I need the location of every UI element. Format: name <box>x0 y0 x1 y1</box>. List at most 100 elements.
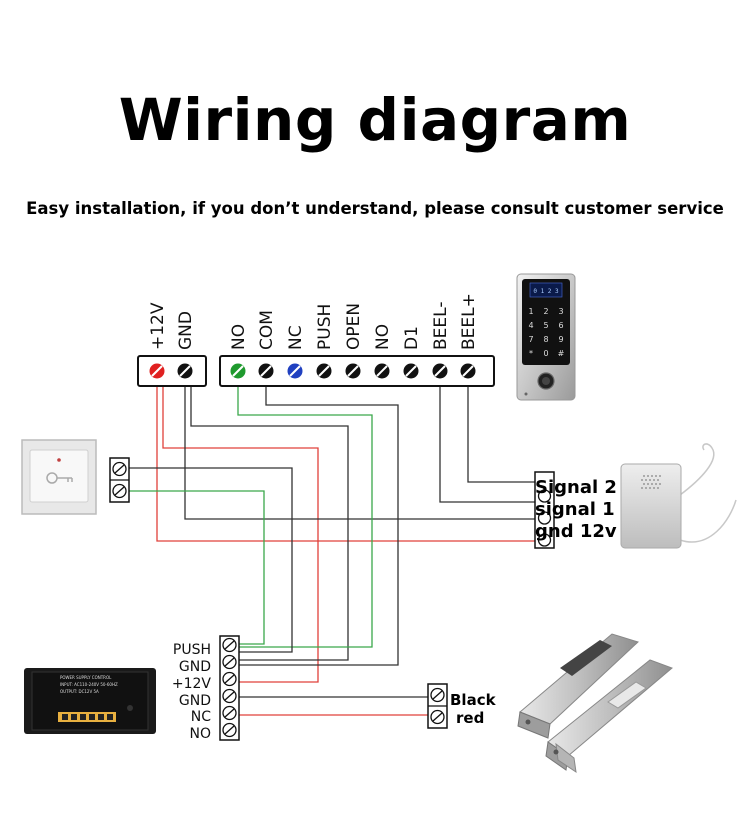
terminal-screws-right <box>230 363 476 379</box>
keypad-digit-2: 3 <box>558 307 563 316</box>
svg-text:0 1 2 3: 0 1 2 3 <box>533 288 559 295</box>
siren-grille-dot <box>653 487 655 489</box>
keypad-digit-7: 8 <box>543 335 548 344</box>
lock-labels: Black red <box>450 691 497 727</box>
keypad-device-icon: 0 1 2 3 1 2 3 4 5 6 7 8 9 * 0 # <box>516 273 576 401</box>
siren-grille-dot <box>641 487 643 489</box>
power-supply-terminal <box>219 635 240 741</box>
terminal-label-com: COM <box>257 310 277 350</box>
siren-grille-dot <box>649 479 651 481</box>
siren-grille-dot <box>655 475 657 477</box>
psu-label-push: PUSH <box>173 642 211 658</box>
terminal-screw-12v <box>149 363 165 379</box>
psu-terminal-screw-1 <box>222 654 237 670</box>
page-title: Wiring diagram <box>118 86 632 154</box>
top-terminal-left-block <box>137 355 207 387</box>
terminal-label-no: NO <box>229 324 249 350</box>
terminal-screw-3 <box>316 363 332 379</box>
psu-terminal-screw-3 <box>222 688 237 704</box>
psu-box-line1: POWER SUPPLY CONTROL <box>60 675 112 680</box>
siren-grille-dot <box>647 483 649 485</box>
psu-label-no: NO <box>190 726 212 742</box>
keypad-digit-0: 1 <box>528 307 533 316</box>
keypad-digits: 1 2 3 4 5 6 7 8 9 * 0 # <box>528 307 564 358</box>
psu-label-12v: +12V <box>172 676 212 692</box>
keypad-digit-3: 4 <box>528 321 533 330</box>
siren-grille-dot <box>641 479 643 481</box>
psu-box-line3: OUTPUT: DC12V 5A <box>60 689 99 694</box>
wire-black-gnd-main <box>184 384 540 520</box>
wire-green-exit <box>129 490 265 645</box>
siren-terminal <box>534 471 555 549</box>
terminal-label-12v: +12V <box>148 302 168 350</box>
terminal-screw-7 <box>432 363 448 379</box>
terminal-screw-gnd <box>177 363 193 379</box>
siren-grille-dot <box>643 483 645 485</box>
keypad-digit-4: 5 <box>543 321 548 330</box>
wires <box>129 384 540 716</box>
siren-grille-dot <box>645 479 647 481</box>
keypad-digit-8: 9 <box>558 335 563 344</box>
wire-black-gnd-psu <box>190 384 349 661</box>
psu-terminal-screw-0 <box>222 637 237 653</box>
siren-grille-dot <box>655 483 657 485</box>
psu-terminal-screw-4 <box>222 705 237 721</box>
terminal-screw-1 <box>258 363 274 379</box>
keypad-digit-6: 7 <box>528 335 533 344</box>
keypad-digit-10: 0 <box>543 349 548 358</box>
psu-box-line2: INPUT: AC110-240V 50-60HZ <box>60 682 118 687</box>
siren-grille-dot <box>645 487 647 489</box>
terminal-screw-4 <box>345 363 361 379</box>
terminal-label-no-2: NO <box>373 324 393 350</box>
page-subtitle: Easy installation, if you don’t understa… <box>26 199 724 218</box>
psu-label-gnd-2: GND <box>179 693 211 709</box>
psu-label-nc: NC <box>191 709 211 725</box>
terminal-label-gnd: GND <box>176 311 196 350</box>
keypad-digit-9: * <box>529 349 533 358</box>
exit-button-terminal <box>109 457 130 503</box>
siren-grille-dot <box>657 479 659 481</box>
power-supply-device-icon: POWER SUPPLY CONTROL INPUT: AC110-240V 5… <box>24 668 156 734</box>
exit-button-device-icon <box>21 439 97 515</box>
siren-label-signal-2: Signal 2 <box>535 477 617 498</box>
keypad-digit-1: 2 <box>543 307 548 316</box>
wire-red-12v-psu <box>162 384 319 683</box>
siren-device-icon <box>620 443 737 549</box>
wire-black-exit <box>129 467 293 653</box>
siren-grille <box>641 475 661 489</box>
keypad-digit-11: # <box>558 349 565 358</box>
terminal-label-nc: NC <box>286 325 306 350</box>
power-supply-labels: PUSH GND +12V GND NC NO <box>172 642 212 742</box>
electric-lock-device-icon <box>517 633 673 774</box>
siren-grille-dot <box>651 483 653 485</box>
terminal-label-open: OPEN <box>344 303 364 350</box>
siren-grille-dot <box>643 475 645 477</box>
terminal-screw-6 <box>403 363 419 379</box>
wire-green-no <box>237 384 373 648</box>
wire-black-com <box>238 384 399 666</box>
wire-red-12v-main <box>156 384 540 542</box>
siren-label-gnd-12v: gnd 12v <box>535 521 617 542</box>
keypad-digit-5: 6 <box>558 321 563 330</box>
terminal-label-d1: D1 <box>402 326 422 350</box>
psu-label-gnd: GND <box>179 659 211 675</box>
terminal-screw-0 <box>230 363 246 379</box>
lock-terminal <box>427 683 448 729</box>
terminal-screw-8 <box>460 363 476 379</box>
top-terminal-labels: +12V GND NO COM NC PUSH OPEN NO D1 BEEL-… <box>148 293 479 350</box>
siren-label-signal-1: signal 1 <box>535 499 615 520</box>
siren-grille-dot <box>657 487 659 489</box>
wire-black-beel-minus <box>439 384 540 503</box>
siren-grille-dot <box>647 475 649 477</box>
terminal-label-push: PUSH <box>315 304 335 350</box>
terminal-label-beel-plus: BEEL+ <box>459 293 479 350</box>
siren-grille-dot <box>649 487 651 489</box>
wire-black-beel-plus <box>467 384 540 483</box>
terminal-screw-5 <box>374 363 390 379</box>
terminal-label-beel-minus: BEEL- <box>431 302 451 350</box>
siren-grille-dot <box>659 475 661 477</box>
siren-labels: Signal 2 signal 1 gnd 12v <box>535 477 617 542</box>
siren-grille-dot <box>651 475 653 477</box>
lock-label-red: red <box>456 709 484 727</box>
